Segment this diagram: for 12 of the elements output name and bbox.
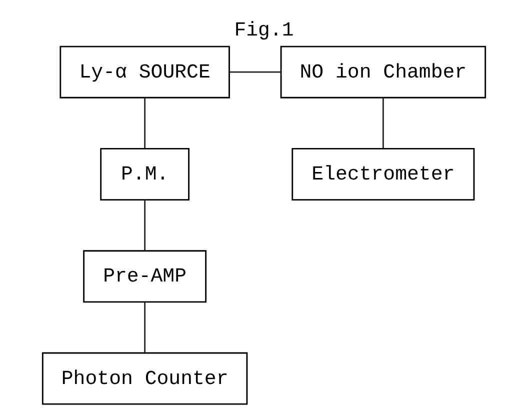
node-box: Photon Counter	[42, 352, 248, 405]
node-box: NO ion Chamber	[280, 46, 486, 98]
node-box: Electrometer	[292, 148, 475, 200]
connector	[382, 98, 384, 148]
node-box: Ly-α SOURCE	[60, 46, 230, 98]
connector	[144, 98, 146, 148]
connector	[144, 302, 146, 352]
node-box: Pre-AMP	[83, 250, 207, 303]
connector	[144, 200, 146, 250]
node-box: P.M.	[100, 148, 190, 200]
connector	[230, 71, 281, 73]
diagram-title: Fig.1	[234, 18, 294, 42]
